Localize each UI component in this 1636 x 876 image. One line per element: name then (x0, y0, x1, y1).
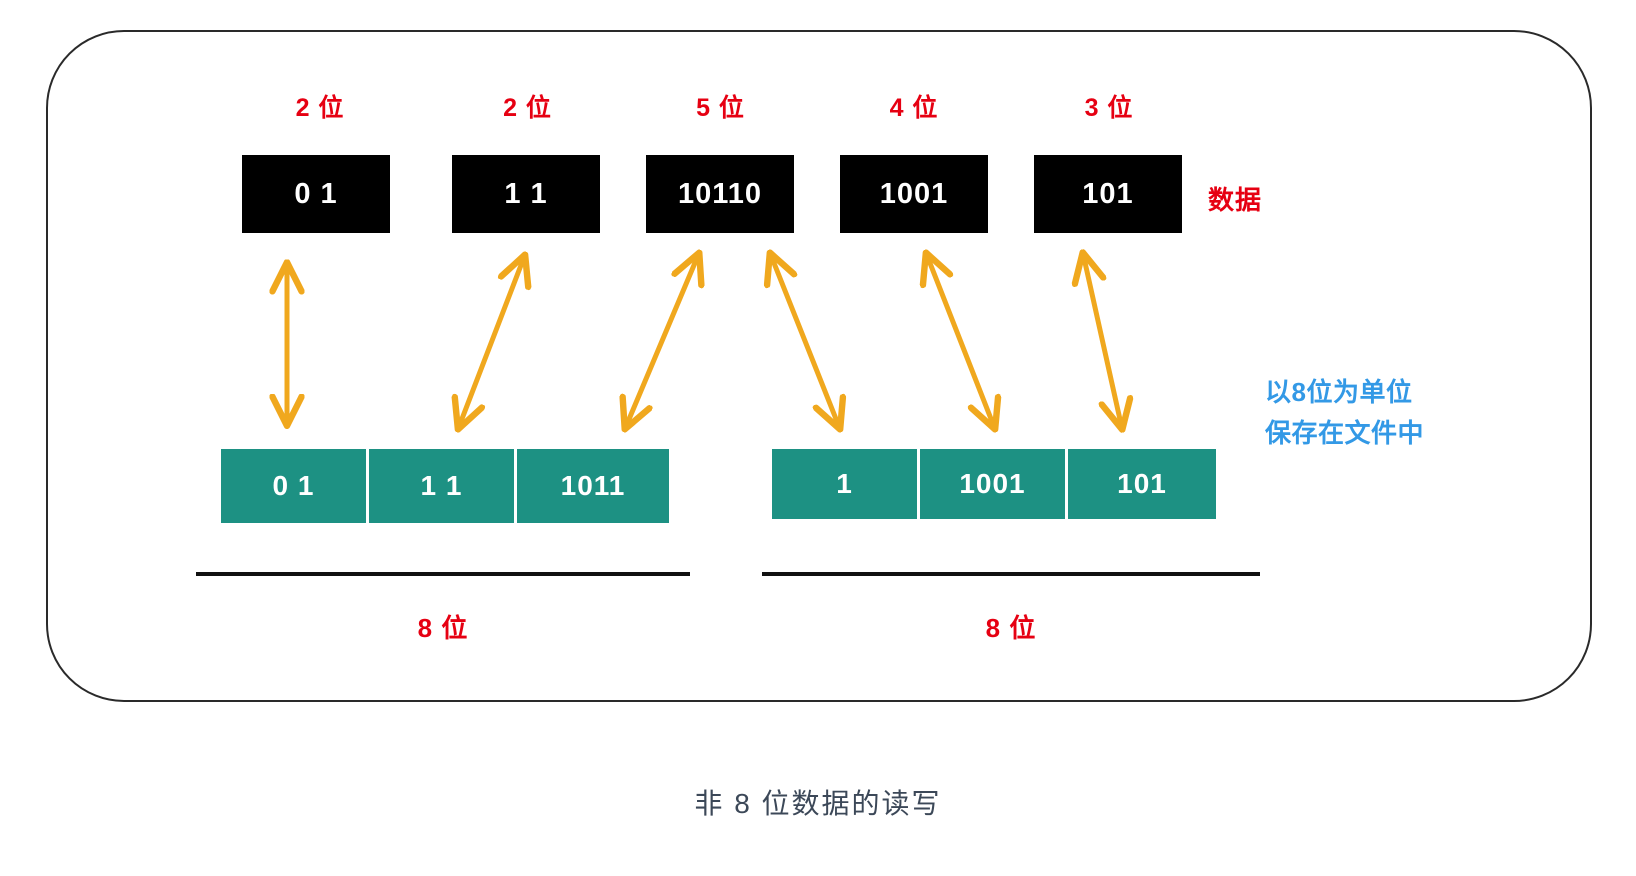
data-box-2: 1 1 (452, 155, 600, 233)
bit-label-3: 5 位 (696, 94, 745, 122)
storage-note-line2: 保存在文件中 (1265, 418, 1425, 448)
bit-label-4: 4 位 (889, 94, 939, 122)
byte-cell-2-1: 1 (772, 449, 920, 519)
data-box-4: 1001 (840, 155, 988, 233)
figure-caption: 非 8 位数据的读写 (694, 788, 942, 819)
bit-label-1: 2 位 (295, 94, 345, 122)
storage-note-line1: 以8位为单位 (1265, 377, 1413, 407)
byte-cell-2-3: 101 (1068, 449, 1216, 519)
data-box-3: 10110 (646, 155, 794, 233)
byte-group-2-rule (762, 572, 1260, 576)
byte-cell-1-3: 1011 (517, 449, 669, 523)
data-row-label: 数据 (1208, 185, 1263, 215)
byte-cell-1-2: 1 1 (369, 449, 517, 523)
byte-cell-2-2: 1001 (920, 449, 1068, 519)
byte-size-label-2: 8 位 (985, 613, 1037, 643)
data-box-5: 101 (1034, 155, 1182, 233)
byte-cell-1-1: 0 1 (221, 449, 369, 523)
diagram-frame (46, 30, 1592, 702)
data-box-1: 0 1 (242, 155, 390, 233)
byte-size-label-1: 8 位 (417, 613, 469, 643)
byte-group-1-rule (196, 572, 690, 576)
bit-label-2: 2 位 (503, 94, 552, 122)
bit-label-5: 3 位 (1084, 94, 1134, 122)
